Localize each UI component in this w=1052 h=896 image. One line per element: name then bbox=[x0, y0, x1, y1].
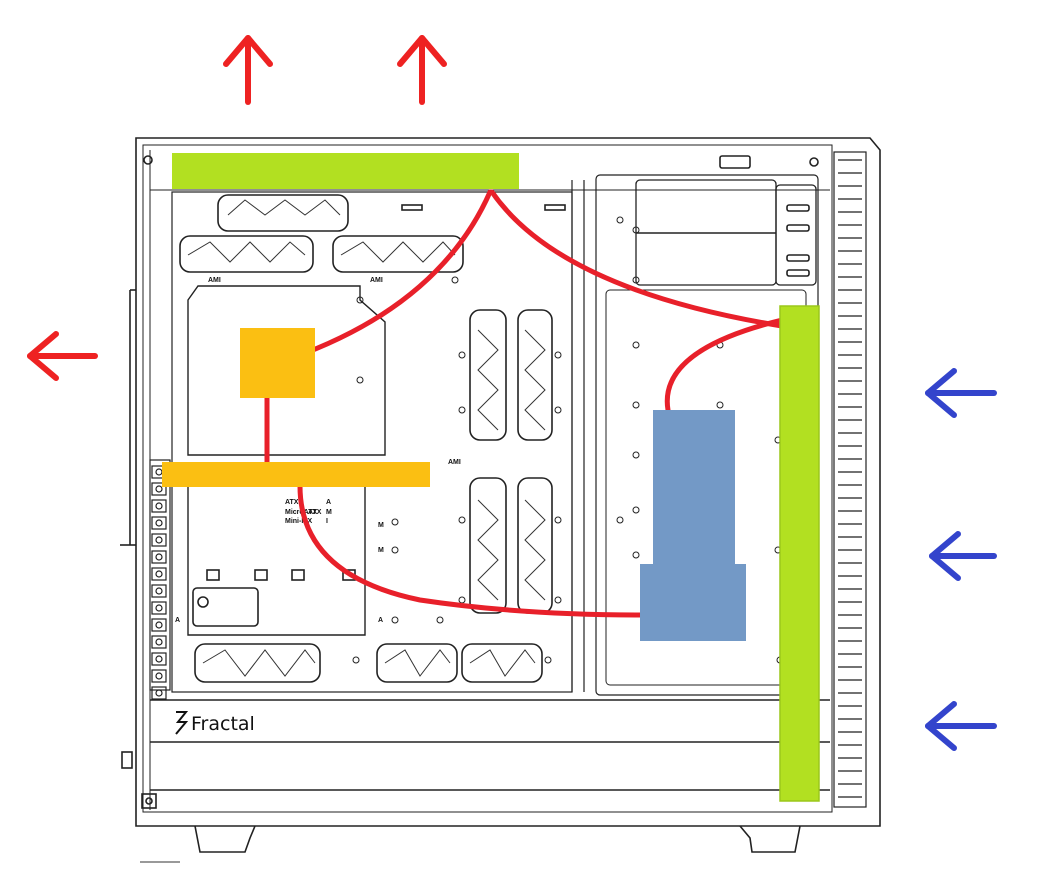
mounting-hole bbox=[458, 596, 466, 604]
slot-screw bbox=[155, 468, 163, 476]
mounting-hole bbox=[554, 351, 562, 359]
slot-bracket bbox=[151, 686, 167, 700]
tube-top-rad-to-front-rad bbox=[489, 189, 785, 329]
slot-screw bbox=[155, 638, 163, 646]
mounting-hole bbox=[632, 341, 640, 349]
slot-bracket bbox=[151, 652, 167, 666]
mounting-hole bbox=[716, 401, 724, 409]
tube-gpu-to-pump bbox=[297, 483, 645, 618]
front-mesh bbox=[838, 159, 862, 798]
mounting-hole bbox=[391, 546, 399, 554]
slot-screw bbox=[155, 655, 163, 663]
arrow-left-icon bbox=[925, 701, 997, 751]
mini-itx-label: Mini-ITX bbox=[285, 518, 313, 525]
slot-screw bbox=[155, 621, 163, 629]
case-outline bbox=[120, 137, 881, 863]
ami-label: AMI bbox=[208, 277, 221, 284]
slot-bracket bbox=[151, 550, 167, 564]
exhaust-arrows bbox=[27, 35, 447, 381]
top-radiator bbox=[172, 153, 519, 189]
slot-screw bbox=[155, 587, 163, 595]
fractal-logo: Fractal bbox=[175, 711, 255, 735]
gpu-block bbox=[162, 462, 430, 487]
slot-screw bbox=[155, 502, 163, 510]
mounting-hole bbox=[451, 276, 459, 284]
slot-bracket bbox=[151, 567, 167, 581]
mounting-hole bbox=[632, 506, 640, 514]
front-radiator bbox=[779, 305, 820, 802]
arrow-up-icon bbox=[223, 35, 273, 105]
mounting-hole bbox=[632, 226, 640, 234]
slot-bracket bbox=[151, 499, 167, 513]
slot-screw bbox=[155, 570, 163, 578]
mounting-hole bbox=[554, 516, 562, 524]
a-label: A bbox=[326, 499, 331, 506]
slot-screw bbox=[155, 604, 163, 612]
arrow-left-icon bbox=[27, 331, 98, 381]
slot-screw bbox=[155, 672, 163, 680]
tube-pump-to-front-rad bbox=[664, 317, 785, 413]
grommet-patterns bbox=[187, 199, 546, 677]
slot-bracket bbox=[151, 601, 167, 615]
arrow-left-icon bbox=[929, 531, 997, 581]
mounting-hole bbox=[632, 276, 640, 284]
slot-screw bbox=[155, 536, 163, 544]
mounting-hole bbox=[391, 518, 399, 526]
mounting-hole bbox=[352, 656, 360, 664]
slot-screw bbox=[155, 485, 163, 493]
slot-screw bbox=[155, 689, 163, 697]
mounting-hole bbox=[458, 406, 466, 414]
arrow-left-icon bbox=[925, 368, 997, 418]
mounting-hole bbox=[616, 216, 624, 224]
intake-arrows bbox=[925, 368, 997, 751]
slot-bracket bbox=[151, 584, 167, 598]
pump-reservoir bbox=[640, 410, 746, 641]
i-label: I bbox=[326, 518, 328, 525]
atx-label: ATX bbox=[285, 499, 299, 506]
slot-bracket bbox=[151, 669, 167, 683]
mounting-hole bbox=[458, 516, 466, 524]
expansion-slot-screws bbox=[151, 465, 167, 700]
coolant-tubing bbox=[264, 189, 785, 618]
ami-label: AMI bbox=[370, 277, 383, 284]
mounting-hole bbox=[458, 351, 466, 359]
mounting-hole bbox=[632, 401, 640, 409]
a-label: A bbox=[378, 617, 383, 624]
a-label: A bbox=[175, 617, 180, 624]
cpu-block bbox=[240, 328, 315, 398]
mounting-hole bbox=[554, 406, 562, 414]
brand-text: Fractal bbox=[191, 713, 255, 735]
mounting-hole bbox=[436, 616, 444, 624]
slot-bracket bbox=[151, 635, 167, 649]
atx-label: ATX bbox=[308, 509, 322, 516]
slot-bracket bbox=[151, 516, 167, 530]
m-label: M bbox=[378, 522, 384, 529]
mounting-hole bbox=[544, 656, 552, 664]
m-label: M bbox=[378, 547, 384, 554]
slot-screw bbox=[155, 553, 163, 561]
ami-label: AMI bbox=[448, 459, 461, 466]
mounting-hole bbox=[554, 596, 562, 604]
slot-screw bbox=[155, 519, 163, 527]
m-label: M bbox=[326, 509, 332, 516]
tube-top-rad-to-cpu bbox=[289, 189, 493, 361]
slot-bracket bbox=[151, 482, 167, 496]
arrow-up-icon bbox=[397, 35, 447, 105]
mounting-hole bbox=[391, 616, 399, 624]
mounting-hole bbox=[616, 516, 624, 524]
mounting-hole bbox=[632, 551, 640, 559]
mounting-hole bbox=[356, 296, 364, 304]
mounting-hole bbox=[632, 451, 640, 459]
mounting-hole bbox=[356, 376, 364, 384]
slot-bracket bbox=[151, 618, 167, 632]
tray-labels: AMI AMI AMI ATX MicroATX Mini-ITX ATX A … bbox=[175, 277, 461, 624]
slot-bracket bbox=[151, 533, 167, 547]
